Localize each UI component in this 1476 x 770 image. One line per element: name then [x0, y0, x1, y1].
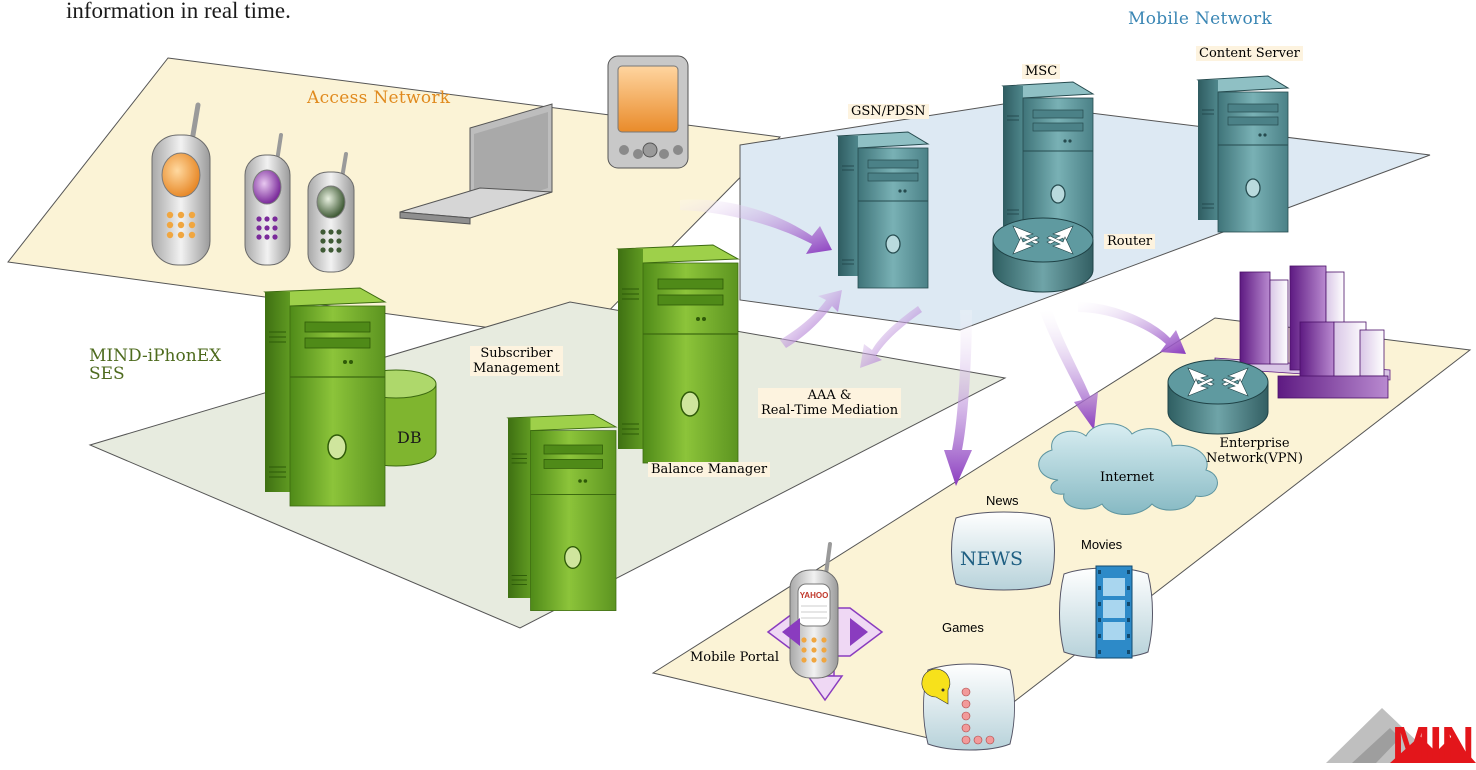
cell-phone-icon: [244, 133, 291, 266]
balance-manager-server-icon: [507, 413, 617, 612]
mobile-network-title: Mobile Network: [1128, 9, 1273, 29]
balance-manager-label: Balance Manager: [648, 462, 771, 477]
enterprise-network-label: Enterprise Network(VPN): [1206, 436, 1303, 466]
internet-cloud-icon: [1038, 423, 1218, 515]
aaa-line1: AAA &: [807, 388, 852, 403]
movies-icon: [1059, 565, 1153, 659]
portal-screen-text: YAHOO: [800, 591, 829, 600]
content-server-icon: [1197, 75, 1289, 233]
enterprise-buildings-icon: [1214, 265, 1391, 399]
gsn-pdsn-server-icon: [837, 131, 929, 289]
mobile-portal-icon: YAHOO: [766, 542, 884, 702]
ses-title: MIND-iPhonEX SES: [89, 347, 221, 383]
ses-server-icon: [264, 287, 386, 507]
db-label: DB: [397, 428, 422, 447]
mobile-portal-label: Mobile Portal: [690, 650, 779, 665]
internet-label: Internet: [1100, 470, 1154, 485]
enterprise-router-icon: [1167, 359, 1269, 435]
laptop-icon: [399, 103, 553, 225]
router-label: Router: [1104, 234, 1156, 249]
subscriber-management-label: Subscriber Management: [470, 346, 563, 376]
arrow-to-news: [944, 310, 972, 486]
cell-phone-icon: [151, 102, 211, 266]
news-icon-text: NEWS: [960, 548, 1024, 570]
news-label: News: [986, 493, 1019, 508]
flow-arrows-down: [944, 310, 1098, 486]
ses-title-line2: SES: [89, 364, 125, 384]
access-network-title: Access Network: [307, 88, 451, 108]
arrow-aaa-to-gsn: [780, 290, 842, 348]
ses-title-line1: MIND-iPhonEX: [89, 346, 222, 366]
games-label: Games: [942, 620, 984, 635]
news-icon: [951, 511, 1055, 591]
aaa-line2: Real-Time Mediation: [761, 403, 899, 418]
cell-phone-icon: [307, 152, 355, 273]
mind-logo: [1326, 708, 1476, 763]
router-icon: [992, 217, 1094, 293]
content-server-label: Content Server: [1196, 46, 1303, 61]
msc-label: MSC: [1022, 64, 1061, 79]
intro-text: information in real time.: [66, 0, 291, 23]
msc-server-icon: [1002, 81, 1094, 239]
aaa-mediation-label: AAA & Real-Time Mediation: [758, 388, 902, 418]
arrow-router-to-enterprise: [1078, 302, 1186, 354]
flow-arrows: [680, 199, 1186, 368]
games-icon: [921, 663, 1015, 751]
subscriber-line2: Management: [473, 361, 560, 376]
arrow-to-internet: [1040, 310, 1098, 430]
arrow-gsn-to-aaa: [860, 306, 922, 368]
enterprise-line2: Network(VPN): [1206, 451, 1303, 466]
gsn-pdsn-label: GSN/PDSN: [848, 104, 929, 119]
subscriber-line1: Subscriber: [480, 346, 553, 361]
arrow-access-to-gsn: [680, 199, 832, 254]
subscriber-management-server-icon: [617, 244, 739, 464]
enterprise-line1: Enterprise: [1219, 436, 1290, 451]
pda-icon: [607, 55, 689, 169]
mind-logo-text: MIND: [1392, 717, 1476, 769]
movies-label: Movies: [1081, 537, 1123, 552]
